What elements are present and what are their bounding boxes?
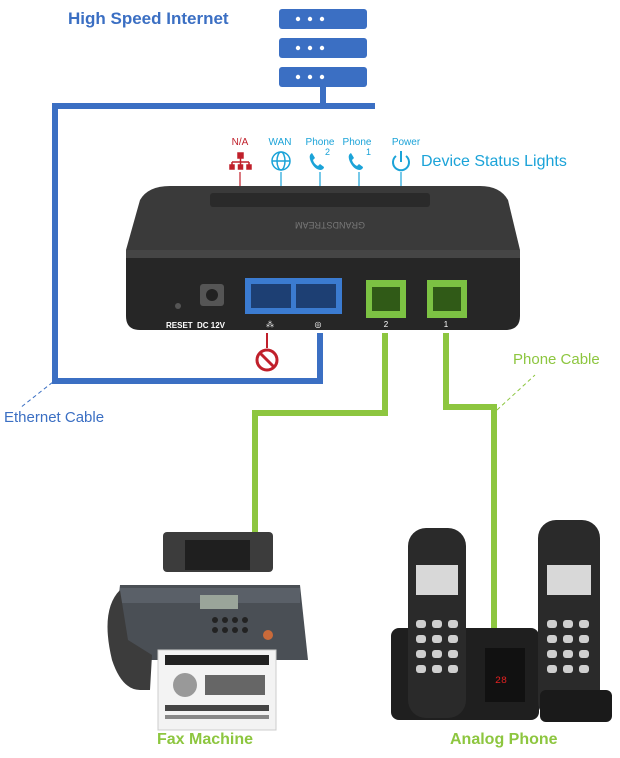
ethernet-cable-label: Ethernet Cable xyxy=(4,409,105,426)
ethernet-cable xyxy=(52,103,375,384)
phone-cable-pointer xyxy=(496,374,536,411)
led-label-phone2: Phone xyxy=(305,137,335,148)
phone-cable-analog xyxy=(443,333,497,640)
svg-text:28: 28 xyxy=(495,676,507,687)
dc-power-label: DC 12V xyxy=(197,321,226,330)
led-label-wan: WAN xyxy=(268,137,292,148)
svg-text:2: 2 xyxy=(384,320,389,329)
led-label-power: Power xyxy=(391,137,421,148)
svg-text:1: 1 xyxy=(366,147,371,157)
network-icon xyxy=(229,152,252,170)
page-title: High Speed Internet xyxy=(68,9,229,28)
phone1-icon xyxy=(348,153,363,170)
fax-machine xyxy=(107,532,308,731)
ethernet-cable-pointer xyxy=(19,377,59,409)
phone-cable-label: Phone Cable xyxy=(513,351,600,368)
analog-phone-label: Analog Phone xyxy=(450,731,558,748)
svg-text:GRANDSTREAM: GRANDSTREAM xyxy=(295,220,365,230)
analog-phone: 28 xyxy=(391,520,612,722)
globe-icon xyxy=(271,151,291,171)
phone-cable-fax xyxy=(252,333,388,535)
fax-machine-label: Fax Machine xyxy=(157,731,254,748)
led-label-phone1: Phone xyxy=(342,137,372,148)
power-icon xyxy=(392,151,410,172)
svg-text:◎: ◎ xyxy=(315,320,322,329)
led-label-na: N/A xyxy=(231,137,249,148)
gateway-device: GRANDSTREAM ⁂ ◎ 2 1 xyxy=(126,186,520,330)
server-icon xyxy=(279,9,367,105)
prohibited-icon xyxy=(255,333,279,372)
svg-text:1: 1 xyxy=(444,320,449,329)
phone2-icon xyxy=(309,153,324,170)
status-lights-label: Device Status Lights xyxy=(421,153,567,170)
svg-text:2: 2 xyxy=(325,147,330,157)
svg-text:⁂: ⁂ xyxy=(266,320,274,329)
reset-label: RESET xyxy=(166,321,193,330)
